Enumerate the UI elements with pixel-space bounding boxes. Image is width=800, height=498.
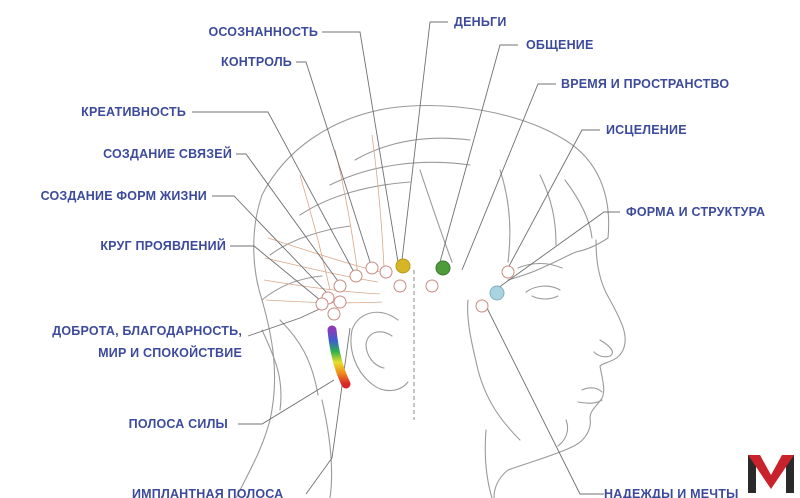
head-sketch: [235, 105, 626, 498]
grid-line: [371, 134, 385, 269]
label-life-forms: СОЗДАНИЕ ФОРМ ЖИЗНИ: [40, 189, 207, 203]
hair-strand-8: [539, 174, 557, 246]
point-circle: [349, 269, 363, 283]
label-communication: ОБЩЕНИЕ: [526, 38, 594, 52]
point-circle: [475, 299, 489, 313]
pointer-awareness: [322, 31, 399, 263]
label-connections: СОЗДАНИЕ СВЯЗЕЙ: [103, 147, 232, 161]
hair-back-2: [261, 329, 282, 411]
hair-strand-4: [269, 225, 351, 256]
label-form-structure: ФОРМА И СТРУКТУРА: [626, 205, 766, 219]
eyebrow: [517, 262, 563, 269]
point-circle: [333, 279, 347, 293]
pointer-manifestation: [230, 245, 321, 301]
jaw: [467, 299, 521, 441]
neck-front: [484, 429, 493, 498]
pointer-money: [401, 21, 448, 261]
label-kindness-line-1: ДОБРОТА, БЛАГОДАРНОСТЬ,: [52, 324, 242, 338]
head-grid: [263, 134, 385, 304]
logo-bar-right: [786, 455, 794, 493]
hair-strand-9: [564, 179, 593, 239]
lips: [577, 387, 603, 404]
eye: [525, 285, 561, 300]
skull-outline: [261, 105, 610, 239]
hair-fringe: [507, 237, 609, 281]
point-circle: [501, 265, 515, 279]
label-kindness-line-2: МИР И СПОКОЙСТВИЕ: [98, 346, 242, 360]
pointer-kindness: [247, 305, 327, 337]
ear: [350, 311, 409, 392]
label-control: КОНТРОЛЬ: [221, 55, 292, 69]
ear-inner: [365, 331, 393, 369]
label-awareness: ОСОЗНАННОСТЬ: [208, 25, 318, 39]
label-manifestation: КРУГ ПРОЯВЛЕНИЙ: [100, 239, 226, 253]
grid-line: [264, 257, 379, 283]
label-implant-strip: ИМПЛАНТНАЯ ПОЛОСА: [132, 487, 284, 498]
chin: [557, 419, 569, 447]
nose: [593, 339, 613, 358]
hair-back-1: [279, 319, 319, 396]
letter-m-logo: [748, 455, 794, 493]
point-circle: [315, 297, 329, 311]
pointer-life-forms: [212, 195, 331, 297]
pointer-implant-strip: [305, 327, 351, 495]
point-circle: [365, 261, 379, 275]
pointer-form-structure: [497, 211, 620, 289]
label-hopes-dreams: НАДЕЖДЫ И МЕЧТЫ: [604, 487, 739, 498]
hair-strand-5: [261, 275, 323, 301]
point-circle: [333, 295, 347, 309]
face-profile: [493, 239, 626, 498]
hair-strand-6: [419, 169, 453, 263]
hair-strand-3: [299, 181, 411, 216]
label-healing: ИСЦЕЛЕНИЕ: [606, 123, 687, 137]
pointer-control: [296, 61, 373, 269]
power-strip-rainbow: [327, 325, 351, 389]
hair-strand-7: [499, 169, 511, 263]
pointer-lines: [192, 21, 620, 495]
label-power-strip: ПОЛОСА СИЛЫ: [128, 417, 228, 431]
logo-v-red: [748, 455, 794, 489]
pointer-time-space: [461, 83, 556, 271]
grid-line: [263, 279, 381, 295]
neck-back: [321, 399, 333, 498]
pointer-healing: [507, 129, 600, 269]
label-money: ДЕНЬГИ: [454, 15, 507, 29]
pointer-creativity: [192, 111, 357, 277]
pointer-hopes-dreams: [485, 305, 604, 495]
grid-line: [267, 237, 381, 273]
grid-line: [299, 174, 331, 291]
money-point-yellow: [395, 258, 411, 274]
point-circles: [315, 261, 515, 321]
hair-strand-2: [329, 161, 471, 186]
pointer-connections: [236, 153, 341, 285]
point-circle: [379, 265, 393, 279]
label-time-space: ВРЕМЯ И ПРОСТРАНСТВО: [561, 77, 730, 91]
pointer-communication: [439, 44, 518, 263]
point-circle: [327, 307, 341, 321]
point-circle: [393, 279, 407, 293]
back-of-head: [235, 194, 276, 498]
logo-bar-left: [748, 455, 756, 493]
pointer-power-strip: [238, 379, 335, 425]
point-circle: [425, 279, 439, 293]
hair-strand-1: [354, 137, 471, 161]
time-space-point-green: [435, 260, 451, 276]
form-structure-point-blue: [489, 285, 505, 301]
label-creativity: КРЕАТИВНОСТЬ: [81, 105, 186, 119]
